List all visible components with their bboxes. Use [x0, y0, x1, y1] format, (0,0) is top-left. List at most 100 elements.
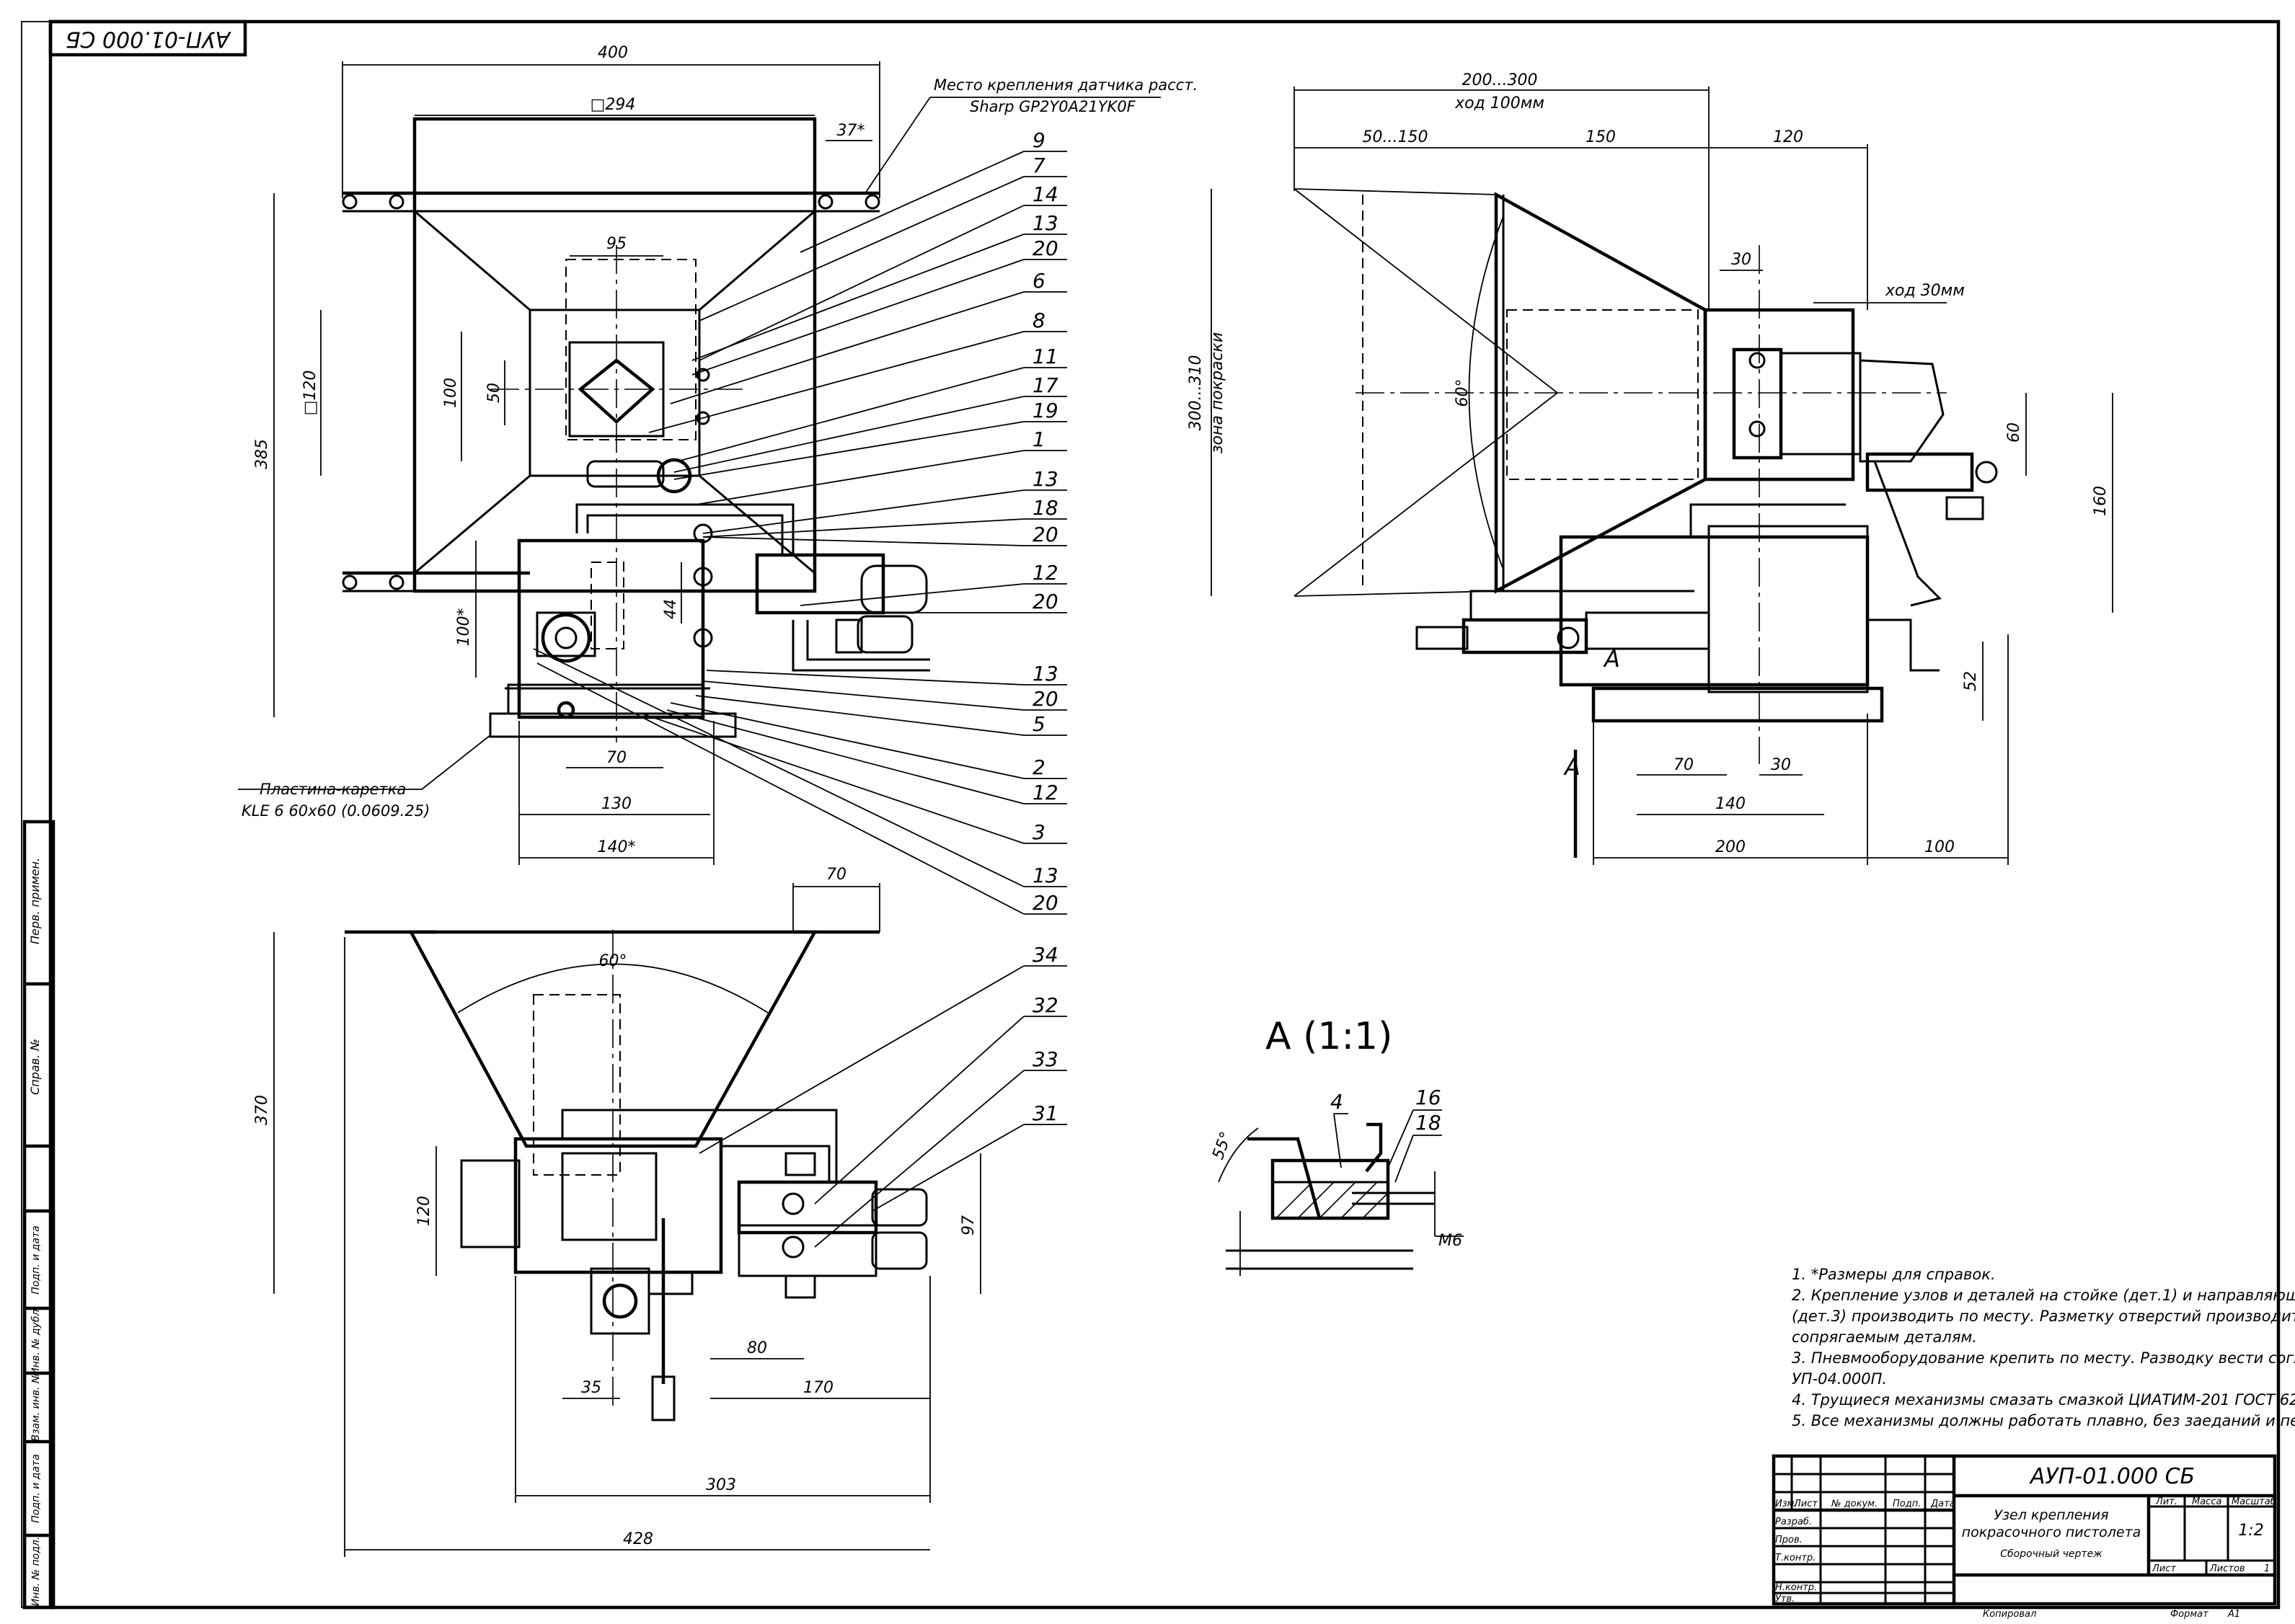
dim-front-95: 95 — [606, 235, 627, 253]
front-annotations: Место крепления датчика расст. Sharp GP2… — [238, 76, 1198, 820]
tb-sheet: Лист — [2152, 1563, 2176, 1574]
tb-razrab: Разраб. — [1775, 1517, 1812, 1527]
tb-doc-type: Сборочный чертеж — [2000, 1548, 2102, 1560]
dim-side-160: 160 — [2092, 486, 2110, 516]
tb-utv: Утв. — [1775, 1594, 1795, 1605]
section-callout-18: 18 — [1415, 1111, 1441, 1135]
tb-title-line1: Узел крепления — [1994, 1507, 2108, 1523]
top-dimensions: 70 370 120 97 80 35 170 303 428 — [253, 866, 981, 1557]
callout-front-20: 12 — [1032, 781, 1058, 804]
dim-side-100: 100 — [1924, 838, 1955, 856]
dim-side-150: 150 — [1586, 128, 1616, 146]
note-line-1: 2. Крепление узлов и деталей на стойке (… — [1792, 1287, 2295, 1304]
callout-top-3: 31 — [1032, 1101, 1058, 1125]
tb-lit: Лит. — [2155, 1496, 2177, 1507]
dim-top-170: 170 — [803, 1379, 833, 1397]
title-block: Изм. Лист № докум. Подп. Дата Разраб. Пр… — [1772, 1454, 2277, 1620]
dim-front-130: 130 — [601, 795, 632, 813]
dim-front-37: 37* — [837, 122, 865, 140]
tb-izm: Изм. — [1775, 1499, 1797, 1509]
note-line-0: 1. *Размеры для справок. — [1792, 1266, 1996, 1283]
side-dimensions: 200...300 ход 100мм 50...150 150 120 30 … — [1187, 71, 2113, 865]
callout-front-6: 8 — [1032, 309, 1045, 332]
tb-list: Лист — [1793, 1499, 1818, 1509]
dim-top-35: 35 — [581, 1379, 601, 1397]
tb-nkontr: Н.контр. — [1775, 1582, 1817, 1593]
callout-front-11: 13 — [1032, 467, 1058, 491]
stroke-note-line1: 200...300 — [1462, 71, 1538, 89]
side-label-perv: Перв. примен. — [28, 858, 42, 944]
sheet-frame — [21, 19, 2281, 1610]
view-marker-a-outer: A — [1563, 753, 1580, 781]
dim-front-120: □120 — [301, 370, 319, 416]
dim-top-80: 80 — [747, 1339, 767, 1357]
tb-format: Формат — [2170, 1609, 2208, 1620]
side-label-podl: Инв. № подл. — [30, 1537, 42, 1607]
callout-front-22: 13 — [1032, 864, 1058, 887]
tb-tkontr: Т.контр. — [1775, 1553, 1816, 1563]
callout-front-18: 5 — [1032, 712, 1045, 736]
note-line-2: (дет.3) производить по месту. Разметку о… — [1792, 1308, 2295, 1325]
front-dimensions: 400 □294 37* 95 □120 100 50 385 100* 44 … — [253, 44, 880, 865]
side-label-vzam: Взам. инв. № — [30, 1372, 42, 1441]
tb-copied: Копировал — [1983, 1609, 2036, 1620]
zone-note-line1: 300...310 — [1187, 355, 1205, 431]
tb-sheets-count: 1 — [2264, 1563, 2270, 1574]
stroke30-note: ход 30мм — [1885, 282, 1965, 300]
dim-front-70: 70 — [606, 749, 627, 767]
callout-front-4: 20 — [1032, 236, 1058, 260]
callout-front-10: 1 — [1032, 427, 1045, 451]
callout-front-15: 20 — [1032, 590, 1058, 613]
sensor-note-line2: Sharp GP2Y0A21YK0F — [970, 98, 1136, 115]
side-label-podp2: Подп. и дата — [30, 1454, 42, 1522]
front-view — [342, 117, 930, 742]
dim-front-140: 140* — [598, 838, 636, 856]
callout-front-17: 20 — [1032, 687, 1058, 711]
callout-top-2: 33 — [1032, 1047, 1058, 1071]
callout-front-3: 13 — [1032, 211, 1058, 235]
dim-side-120: 120 — [1773, 128, 1803, 146]
section-thread: M6 — [1438, 1232, 1462, 1250]
tb-podp: Подп. — [1893, 1499, 1921, 1509]
dim-side-30: 30 — [1731, 251, 1751, 269]
dim-front-100s: 100* — [455, 608, 473, 647]
callout-front-5: 6 — [1032, 269, 1045, 293]
dim-front-385: 385 — [253, 439, 271, 469]
note-line-5: УП-04.000П. — [1792, 1370, 1887, 1388]
section-a: A (1:1) 55° M6 4 16 18 — [1209, 1015, 1464, 1276]
dim-top-370: 370 — [253, 1095, 271, 1125]
section-callout-4: 4 — [1330, 1090, 1343, 1114]
dim-top-428: 428 — [623, 1530, 653, 1548]
tb-format-value: A1 — [2227, 1609, 2240, 1620]
callout-top-1: 32 — [1032, 993, 1058, 1017]
top-left-stamp: АУП-01.000 СБ — [48, 19, 247, 57]
dim-front-294: □294 — [591, 96, 636, 114]
dim-top-303: 303 — [706, 1476, 736, 1494]
tb-sheets: Листов — [2209, 1563, 2245, 1574]
callout-top-0: 34 — [1032, 943, 1058, 967]
section-label: A (1:1) — [1265, 1015, 1392, 1058]
note-line-7: 5. Все механизмы должны работать плавно,… — [1792, 1412, 2295, 1429]
dim-side-30b: 30 — [1771, 756, 1791, 774]
dim-top-97: 97 — [960, 1215, 978, 1235]
callout-front-0: 9 — [1032, 128, 1045, 152]
tb-data: Дата — [1930, 1499, 1955, 1509]
dim-front-44: 44 — [662, 599, 680, 619]
callout-front-13: 20 — [1032, 523, 1058, 546]
dim-front-400: 400 — [598, 44, 628, 62]
callout-front-7: 11 — [1032, 345, 1058, 368]
callout-front-23: 20 — [1032, 891, 1058, 915]
technical-notes: 1. *Размеры для справок. 2. Крепление узл… — [1792, 1266, 2295, 1429]
dim-top-70: 70 — [826, 866, 846, 884]
dim-side-70: 70 — [1673, 756, 1694, 774]
dim-top-120: 120 — [415, 1196, 433, 1226]
side-label-podp1: Подп. и дата — [30, 1225, 42, 1294]
section-callout-16: 16 — [1415, 1086, 1441, 1109]
callout-front-16: 13 — [1032, 662, 1058, 685]
view-marker-a-inner: A — [1603, 645, 1620, 673]
callout-front-14: 12 — [1032, 561, 1058, 585]
carriage-note-line2: KLE 6 60x60 (0.0609.25) — [242, 802, 430, 820]
